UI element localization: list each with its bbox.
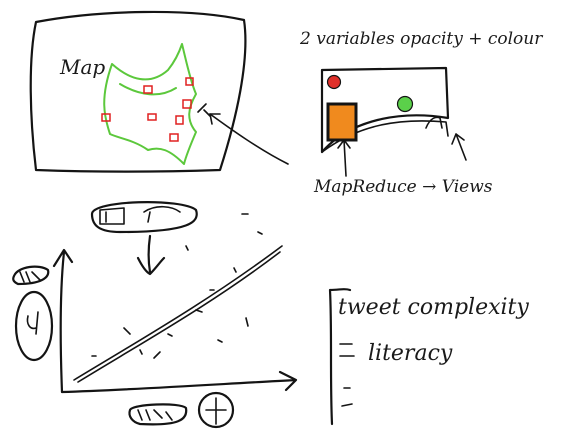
mapreduce-views-label: MapReduce → Views xyxy=(313,177,493,197)
scatter-points xyxy=(91,213,263,359)
data-point xyxy=(123,327,131,335)
detail-frame xyxy=(320,66,450,154)
data-point xyxy=(139,349,143,355)
map-marker xyxy=(101,113,111,122)
y-axis xyxy=(52,248,74,394)
map-region-outline xyxy=(103,43,197,165)
down-arrow xyxy=(136,234,166,276)
scatter-plot xyxy=(12,213,298,429)
x-slider-hatch xyxy=(137,409,173,421)
map-marker xyxy=(175,115,184,125)
data-point xyxy=(167,333,173,337)
map-markers xyxy=(101,77,194,142)
zoom-tick xyxy=(197,103,211,117)
map-marker xyxy=(182,99,192,109)
metric-list: tweet complexity literacy xyxy=(328,288,529,426)
map-panel: Map xyxy=(29,10,289,173)
data-point xyxy=(195,309,203,313)
map-label: Map xyxy=(59,55,105,79)
toggle-switch-icon xyxy=(90,201,198,234)
data-point xyxy=(257,231,263,235)
x-axis xyxy=(60,370,298,394)
trend-line-shadow xyxy=(77,251,281,383)
data-point xyxy=(153,351,161,359)
toggle-group xyxy=(90,201,198,276)
data-point xyxy=(233,267,237,273)
map-frame xyxy=(29,10,247,173)
data-point xyxy=(217,339,223,343)
list-bullet xyxy=(339,343,355,357)
map-marker xyxy=(143,85,153,94)
slider-toggle-icon xyxy=(12,265,50,286)
zoom-arrow xyxy=(209,113,289,165)
circled-x-icon xyxy=(197,391,235,429)
detail-view: 2 variables opacity + colour MapReduce →… xyxy=(299,29,543,197)
x-slider-toggle-icon xyxy=(128,403,188,426)
map-marker xyxy=(169,133,179,142)
orange-bar xyxy=(326,102,358,142)
circled-y-icon xyxy=(14,290,54,362)
toggle-left-knob xyxy=(99,207,125,225)
list-item-literacy: literacy xyxy=(368,341,453,366)
bar-arrow xyxy=(337,139,351,177)
toggle-right-knob xyxy=(143,205,181,223)
x-glyph xyxy=(205,397,227,425)
map-marker xyxy=(147,113,157,121)
list-bullet xyxy=(341,403,353,407)
green-dot xyxy=(396,95,414,113)
variables-note: 2 variables opacity + colour xyxy=(299,29,543,49)
views-arrow xyxy=(451,133,467,161)
data-point xyxy=(185,245,189,251)
detail-bump xyxy=(425,116,443,129)
slider-hatch xyxy=(19,271,41,283)
data-point xyxy=(245,317,249,327)
trend-line xyxy=(73,245,283,381)
list-item-tweet-complexity: tweet complexity xyxy=(338,295,529,320)
list-bracket xyxy=(328,288,352,426)
red-dot xyxy=(326,74,342,90)
y-glyph xyxy=(26,311,39,335)
map-marker xyxy=(185,77,194,86)
map-inner-line xyxy=(119,83,177,96)
